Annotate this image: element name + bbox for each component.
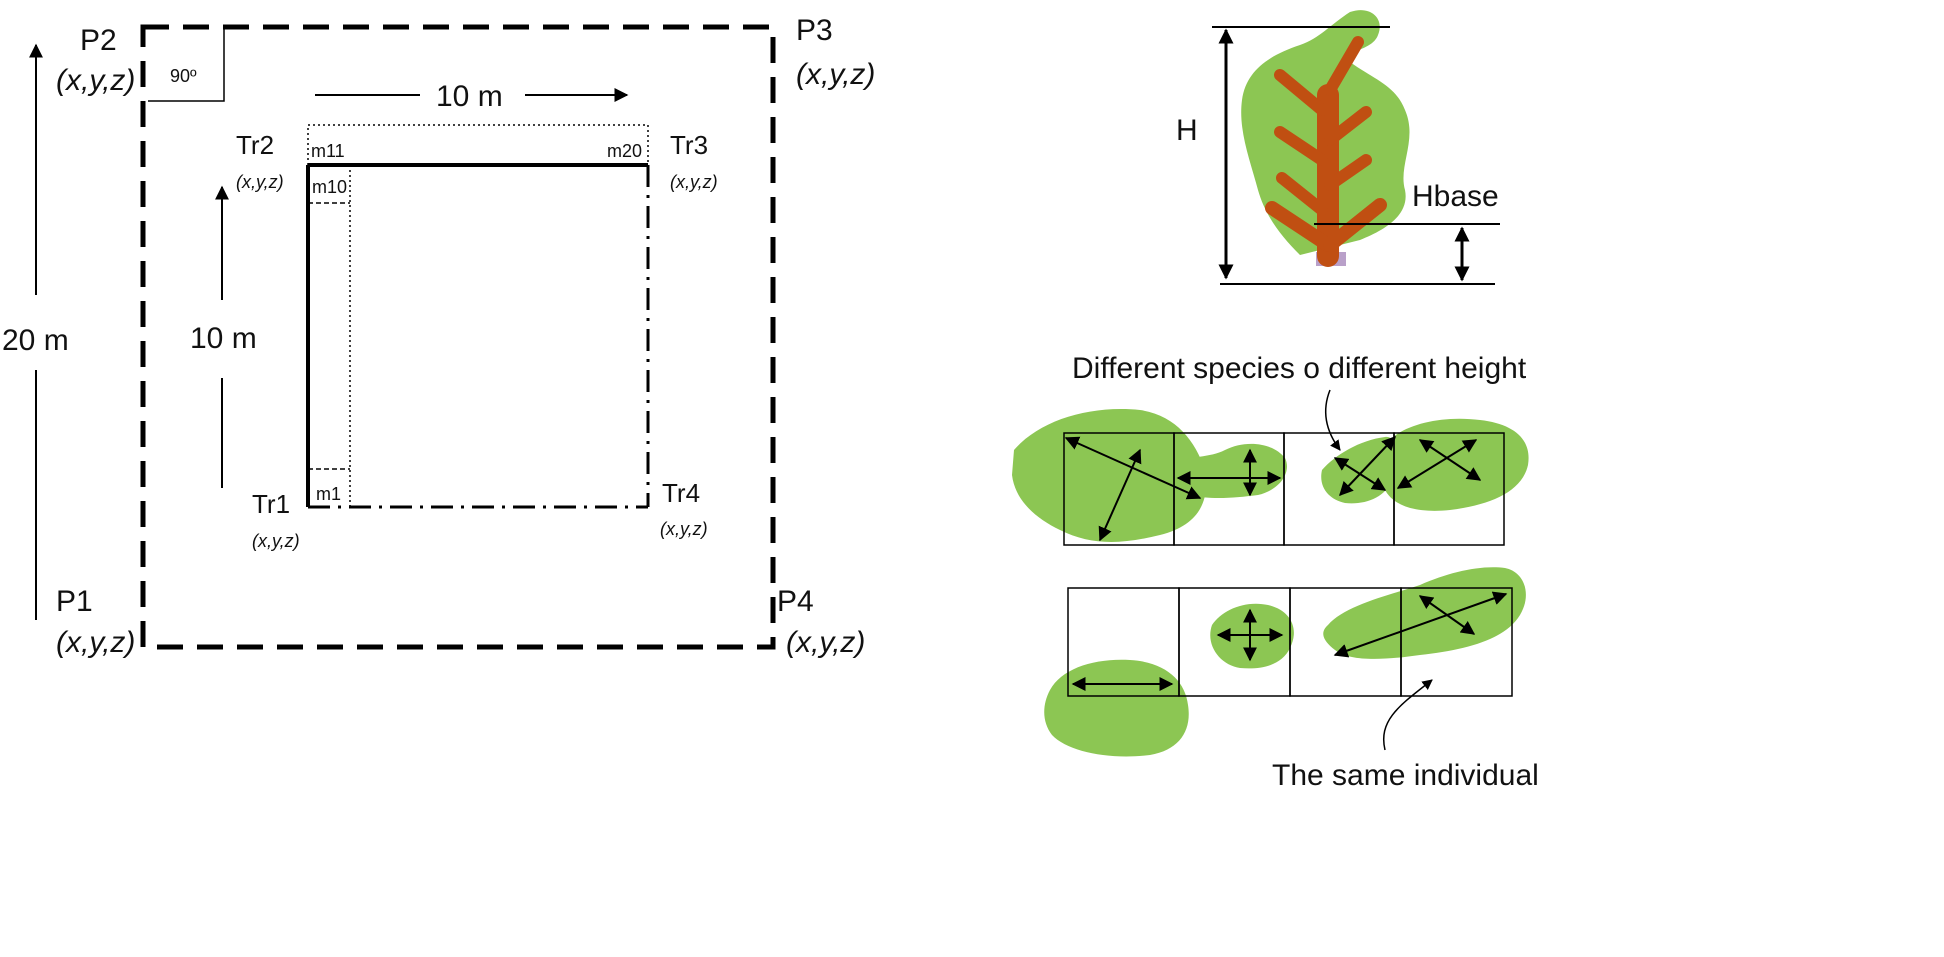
tree-height-diagram: H Hbase: [1176, 10, 1500, 285]
base-height-label: Hbase: [1412, 180, 1499, 213]
plot-side-length: 20 m: [2, 324, 69, 357]
tree-trunk: [1265, 36, 1387, 267]
corner-tr4-coords: (x,y,z): [660, 519, 708, 539]
transect-horizontal-length: 10 m: [436, 80, 503, 113]
mark-m11: m11: [311, 141, 345, 161]
angle-label: 90º: [170, 66, 197, 86]
plot-boundary: [140, 24, 776, 650]
height-label: H: [1176, 114, 1198, 147]
canopy-intercept-diagram: Different species o different height: [1012, 352, 1539, 792]
corner-tr2-name: Tr2: [236, 130, 274, 160]
annotation-bottom-pointer: [1383, 679, 1433, 751]
annotation-top-pointer: [1324, 389, 1341, 451]
corner-p2-coords: (x,y,z): [56, 64, 135, 97]
mark-m20: m20: [607, 141, 642, 161]
annotation-same-individual: The same individual: [1272, 759, 1539, 792]
corner-tr4-name: Tr4: [662, 478, 700, 508]
corner-p3-coords: (x,y,z): [796, 58, 875, 91]
transect-top-strip: [307, 124, 649, 166]
diameter-arrows: [1064, 435, 1482, 542]
mark-m10: m10: [312, 177, 347, 197]
corner-tr2-coords: (x,y,z): [236, 172, 284, 192]
corner-tr1-coords: (x,y,z): [252, 531, 300, 551]
corner-p4-coords: (x,y,z): [786, 626, 865, 659]
annotation-different-species: Different species o different height: [1072, 352, 1527, 385]
corner-p3-name: P3: [796, 14, 833, 47]
canopy-shape: [1044, 659, 1189, 757]
right-angle-marker: [148, 27, 225, 102]
mark-m1: m1: [316, 484, 341, 504]
corner-p2-name: P2: [80, 24, 117, 57]
corner-tr3-coords: (x,y,z): [670, 172, 718, 192]
diameter-arrows: [1071, 591, 1508, 691]
corner-p4-name: P4: [777, 585, 814, 618]
canopy-shape: [1210, 603, 1294, 669]
transect-vertical-length: 10 m: [190, 322, 257, 355]
corner-tr3-name: Tr3: [670, 130, 708, 160]
plot-layout: 90º 20 m P2 (x,y,z) P3 (x,y,z) P1 (x,y,z…: [2, 14, 875, 659]
corner-p1-name: P1: [56, 585, 93, 618]
corner-p1-coords: (x,y,z): [56, 626, 135, 659]
canopy-shape: [1323, 567, 1526, 659]
corner-tr1-name: Tr1: [252, 489, 290, 519]
